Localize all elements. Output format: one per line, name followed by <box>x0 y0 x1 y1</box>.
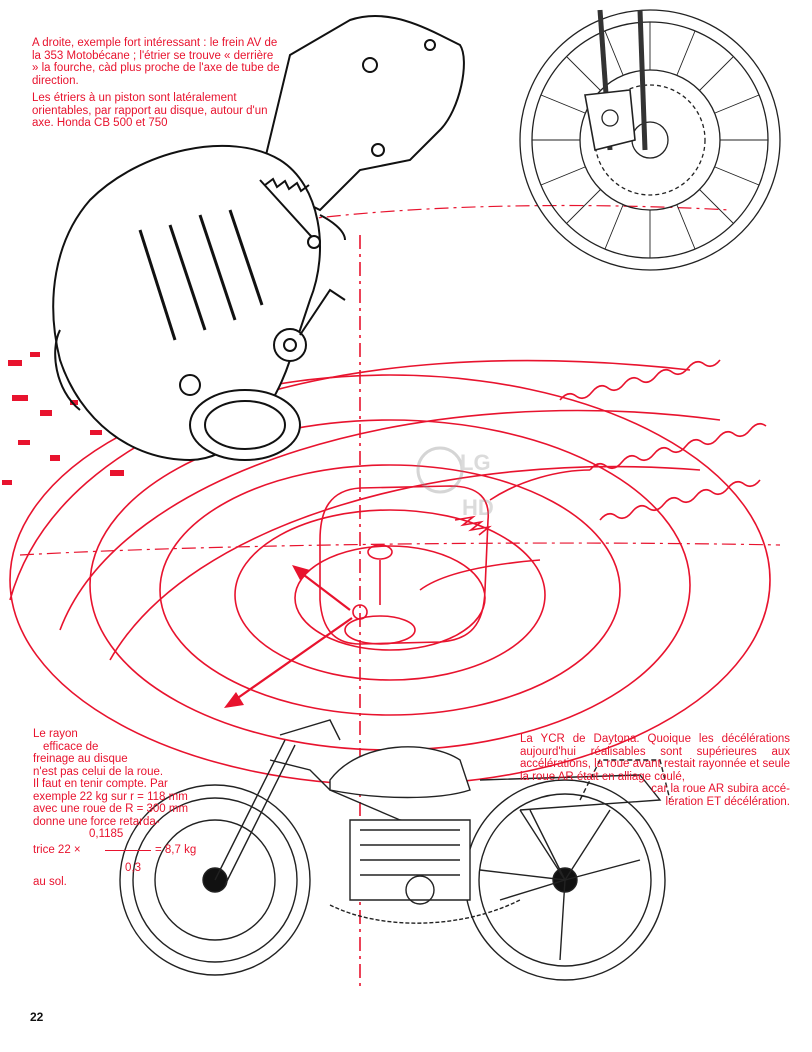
watermark-logo: LG HD <box>416 446 494 520</box>
caption-bottom-right-text: La YCR de Daytona. Quoique les décélérat… <box>520 733 790 783</box>
caliper-illustration <box>52 14 465 462</box>
caption-line: Le rayon <box>33 728 78 740</box>
caption-line: n'est pas celui de la roue. <box>33 765 164 778</box>
caption-line: donne une force retarda- <box>33 815 160 828</box>
caption-line: car la roue AR subira accé- <box>651 783 790 795</box>
front-wheel-illustration <box>519 9 781 271</box>
formula-lead: trice 22 × <box>33 844 81 856</box>
caption-bottom-left: Le rayon efficace de freinage au disque … <box>33 728 248 889</box>
caption-line: lération ET décélération. <box>665 795 790 808</box>
caption-line: exemple 22 kg sur r = 118 mm <box>33 790 188 803</box>
page-number: 22 <box>30 1010 44 1024</box>
motorcycle-illustration <box>119 719 671 981</box>
formula-result: = 8,7 kg <box>155 844 197 856</box>
caption-line: Il faut en tenir compte. Par <box>33 778 168 790</box>
caption-top-paragraph-1: A droite, exemple fort intéressant : le … <box>32 37 280 87</box>
caption-line: freinage au disque <box>33 753 128 765</box>
caption-top: A droite, exemple fort intéressant : le … <box>32 37 282 130</box>
formula-numerator: 0,1185 <box>89 828 124 840</box>
formula-denominator: 0,3 <box>125 862 141 874</box>
motion-speckles <box>2 346 139 485</box>
fraction-bar <box>105 850 151 851</box>
arrow-head-short <box>292 565 310 580</box>
caption-bottom-right: La YCR de Daytona. Quoique les décélérat… <box>520 733 790 808</box>
caption-line: avec une roue de R = 300 mm <box>33 803 189 815</box>
svg-text:HD: HD <box>462 495 494 520</box>
caption-top-paragraph-2: Les étriers à un piston sont latéralemen… <box>32 92 268 129</box>
caption-line: efficace de <box>43 740 99 753</box>
arrow-head-long <box>224 692 244 708</box>
formula: 0,1185 trice 22 × = 8,7 kg 0,3 <box>33 828 248 876</box>
caption-line: au sol. <box>33 876 67 888</box>
svg-text:LG: LG <box>460 450 491 475</box>
